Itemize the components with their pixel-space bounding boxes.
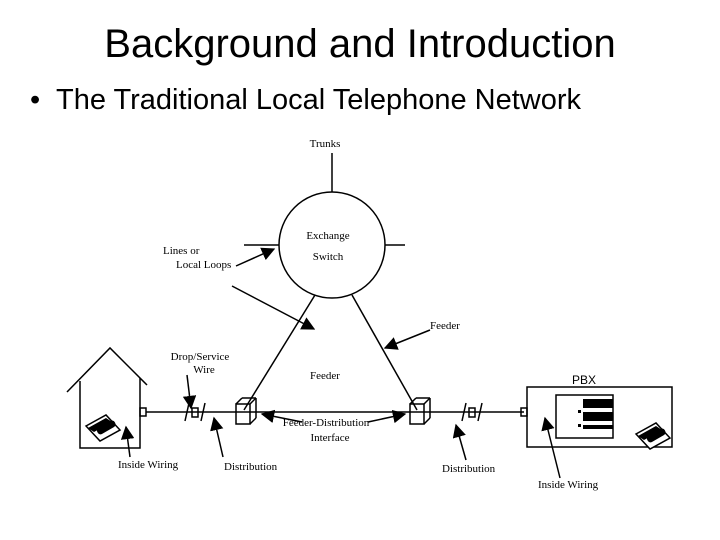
arrow-fdi-left bbox=[260, 409, 303, 424]
arrow-to-drop-wire bbox=[182, 374, 197, 410]
house-walls bbox=[79, 378, 141, 449]
bullet-text: The Traditional Local Telephone Network bbox=[56, 84, 582, 116]
terminal-box-right bbox=[468, 407, 476, 418]
feeder-cable-right bbox=[351, 294, 418, 411]
label-lines-or: Lines or bbox=[163, 245, 200, 257]
label-fdi-line2: Interface bbox=[310, 432, 349, 444]
arrow-to-local-loop bbox=[231, 285, 316, 330]
label-wire: Wire bbox=[193, 364, 215, 376]
pbx-telephone-icon bbox=[634, 422, 672, 450]
arrow-to-switch bbox=[235, 247, 276, 267]
label-exchange: Exchange bbox=[306, 230, 349, 242]
arrow-to-feeder bbox=[383, 329, 431, 350]
label-pbx: PBX bbox=[572, 373, 596, 387]
label-distribution-left: Distribution bbox=[224, 461, 278, 473]
feeder-cable-left bbox=[243, 294, 316, 411]
house-roof bbox=[66, 346, 148, 393]
label-inside-wiring-left: Inside Wiring bbox=[118, 459, 179, 471]
exchange-switch-circle bbox=[278, 191, 386, 299]
arrow-inside-wiring-left bbox=[120, 425, 135, 458]
label-fdi-line1: Feeder-Distribution bbox=[283, 417, 370, 429]
house-network-interface bbox=[139, 407, 147, 417]
bullet-item: • The Traditional Local Telephone Network bbox=[30, 84, 581, 117]
arrow-distribution-right bbox=[452, 423, 467, 461]
arrow-inside-wiring-right bbox=[541, 416, 561, 479]
arrow-fdi-right bbox=[367, 409, 407, 424]
label-trunks: Trunks bbox=[310, 138, 341, 150]
slide-title: Background and Introduction bbox=[104, 22, 616, 66]
house-telephone-icon bbox=[84, 414, 122, 442]
fdi-box-right bbox=[409, 403, 425, 425]
label-switch: Switch bbox=[313, 251, 344, 263]
label-drop-service: Drop/Service bbox=[171, 351, 230, 363]
label-local-loops: Local Loops bbox=[176, 259, 231, 271]
arrow-distribution-left bbox=[210, 416, 224, 458]
fdi-box-left bbox=[235, 403, 251, 425]
pbx-enclosure bbox=[526, 386, 673, 448]
label-inside-wiring-right: Inside Wiring bbox=[538, 479, 599, 491]
label-feeder-right: Feeder bbox=[430, 320, 460, 332]
pbx-equipment bbox=[578, 399, 613, 429]
label-feeder-center: Feeder bbox=[310, 370, 340, 382]
bullet-marker: • bbox=[30, 84, 41, 116]
label-distribution-right: Distribution bbox=[442, 463, 496, 475]
